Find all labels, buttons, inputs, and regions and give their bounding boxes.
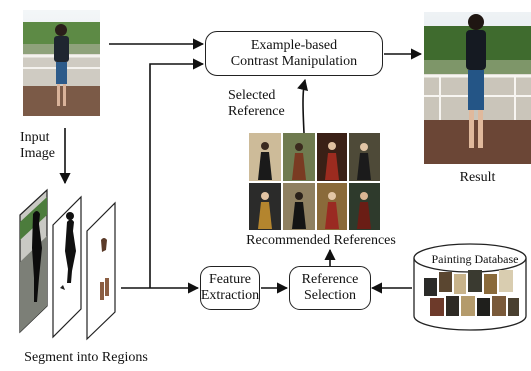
input-image-label-line-1: Input <box>20 130 50 145</box>
selected-reference-line-2: Reference <box>228 104 285 119</box>
painting-database-label: Painting Database <box>431 252 519 266</box>
segment-masks <box>19 188 116 341</box>
recommended-references-label: Recommended References <box>246 233 396 248</box>
feature-box-line-2: Extraction <box>200 288 260 303</box>
input-image-label: Input Image <box>20 130 62 162</box>
recommended-paintings <box>249 133 380 230</box>
result-label: Result <box>459 170 496 185</box>
painting-thumbnail <box>349 183 380 230</box>
feature-extraction-box: Feature Extraction <box>200 266 260 310</box>
painting-thumbnail <box>249 133 281 181</box>
painting-thumbnail <box>349 133 380 181</box>
arrow-segment-to-contrast <box>149 58 205 288</box>
arrows <box>59 38 423 294</box>
painting-thumbnail <box>317 183 347 230</box>
result-photo <box>424 12 531 164</box>
painting-thumbnail <box>249 183 281 230</box>
painting-thumbnail <box>283 133 315 181</box>
contrast-box-line-2: Contrast Manipulation <box>230 53 358 69</box>
feature-box-line-1: Feature <box>209 272 251 287</box>
reference-box-line-1: Reference <box>301 272 359 287</box>
input-photo <box>23 10 100 116</box>
contrast-box-line-1: Example-based <box>250 37 338 53</box>
selected-reference-label: Selected Reference <box>228 88 300 120</box>
contrast-manipulation-box: Example-based Contrast Manipulation <box>205 31 383 76</box>
painting-database <box>413 243 527 331</box>
painting-thumbnail <box>283 183 315 230</box>
reference-box-line-2: Selection <box>303 288 357 303</box>
input-image-label-line-2: Image <box>20 146 55 161</box>
segment-label: Segment into Regions <box>24 350 148 365</box>
painting-thumbnail <box>317 133 347 181</box>
arrow-selected-to-contrast <box>297 78 308 134</box>
reference-selection-box: Reference Selection <box>289 266 371 310</box>
selected-reference-line-1: Selected <box>228 88 276 103</box>
